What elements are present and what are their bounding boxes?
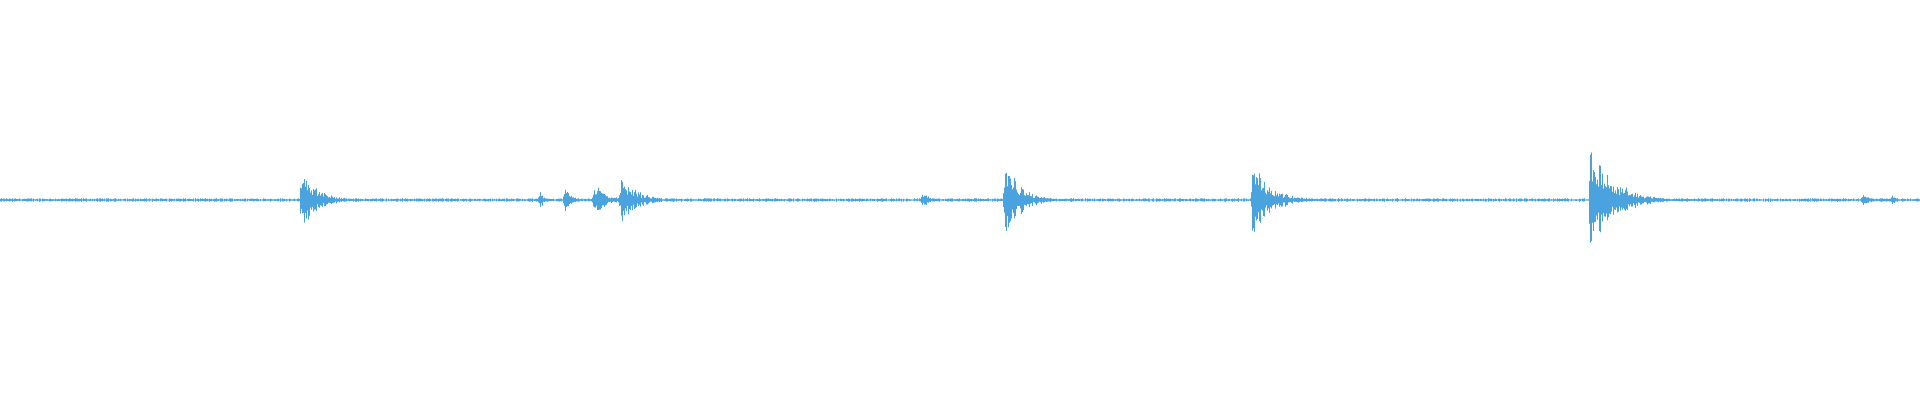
waveform-trace [0,152,1920,243]
waveform-samples [0,152,1920,243]
